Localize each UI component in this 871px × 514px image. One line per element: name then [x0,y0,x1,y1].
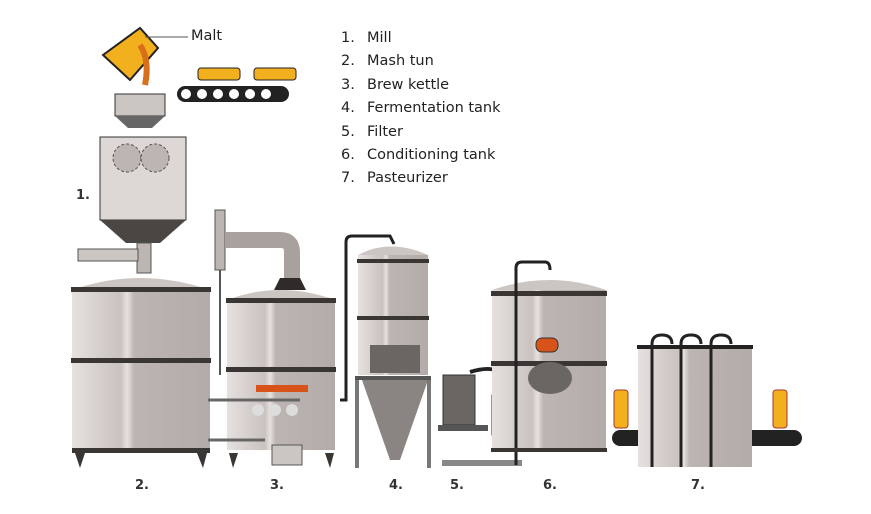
legend-item: 7.Pasteurizer [341,170,448,187]
mash-tun [71,278,211,468]
legend-item: 6.Conditioning tank [341,147,496,164]
station-label-mash-tun: 2. [135,478,149,493]
legend-item: 5.Filter [341,123,403,140]
station-label-pasteurizer: 7. [691,478,705,493]
fermentation-tank [340,234,431,468]
pasteurizer [612,333,802,467]
legend-item: 3.Brew kettle [341,76,450,93]
malt-callout-label: Malt [191,28,223,44]
malt-sack [101,26,188,86]
legend-item: 2.Mash tun [341,53,434,70]
station-label-fermentation-tank: 4. [389,478,403,493]
sack-conveyor [177,67,297,102]
mill [77,93,187,274]
station-label-conditioning-tank: 6. [543,478,557,493]
legend-item: 4.Fermentation tank [341,100,501,117]
station-label-filter: 5. [450,478,464,493]
conditioning-tank [491,260,607,465]
legend-item: 1.Mill [341,30,392,46]
station-label-brew-kettle: 3. [270,478,284,493]
brew-kettle [208,209,336,468]
station-label-mill: 1. [76,188,90,203]
legend: 1.Mill 2.Mash tun 3.Brew kettle 4.Fermen… [341,27,501,191]
